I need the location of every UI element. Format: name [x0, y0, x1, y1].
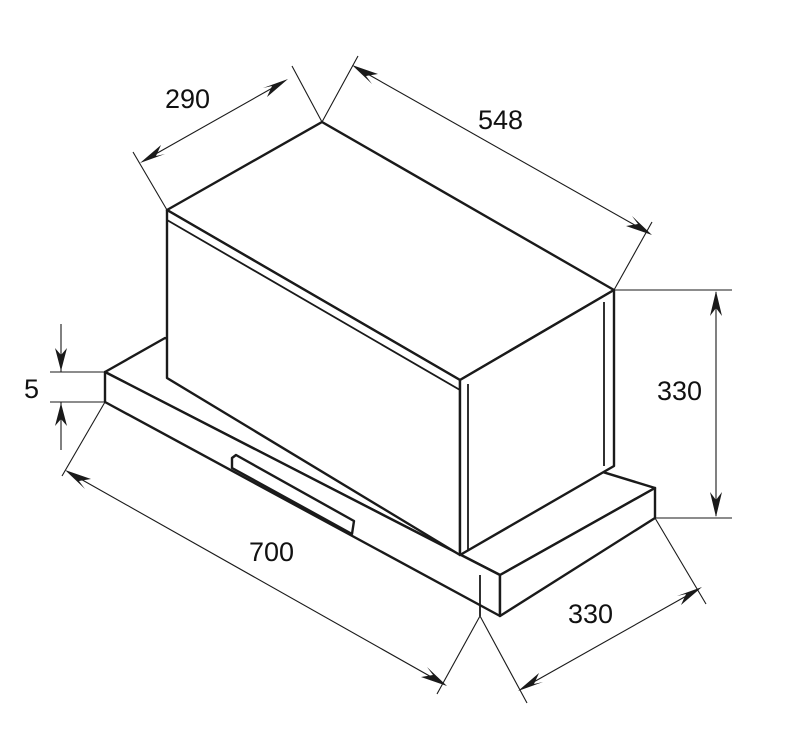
label-290: 290: [165, 84, 210, 114]
dim-thickness: 5: [24, 324, 105, 450]
label-330-height: 330: [657, 376, 702, 406]
dim-depth-bottom: 330: [479, 517, 707, 704]
label-700: 700: [249, 537, 294, 567]
main-body: [165, 120, 616, 557]
dim-length-top: 548: [321, 55, 653, 291]
panel-handle-slot: [230, 453, 356, 536]
body-front-top-bevel: [166, 219, 461, 391]
dim-width-front: 700: [61, 401, 481, 695]
dim-depth-top: 290: [132, 65, 323, 211]
label-5: 5: [24, 374, 39, 404]
dim-height: 330: [614, 289, 732, 519]
body-right-face: [458, 288, 616, 557]
label-330-depth: 330: [568, 599, 613, 629]
label-548: 548: [478, 105, 523, 135]
